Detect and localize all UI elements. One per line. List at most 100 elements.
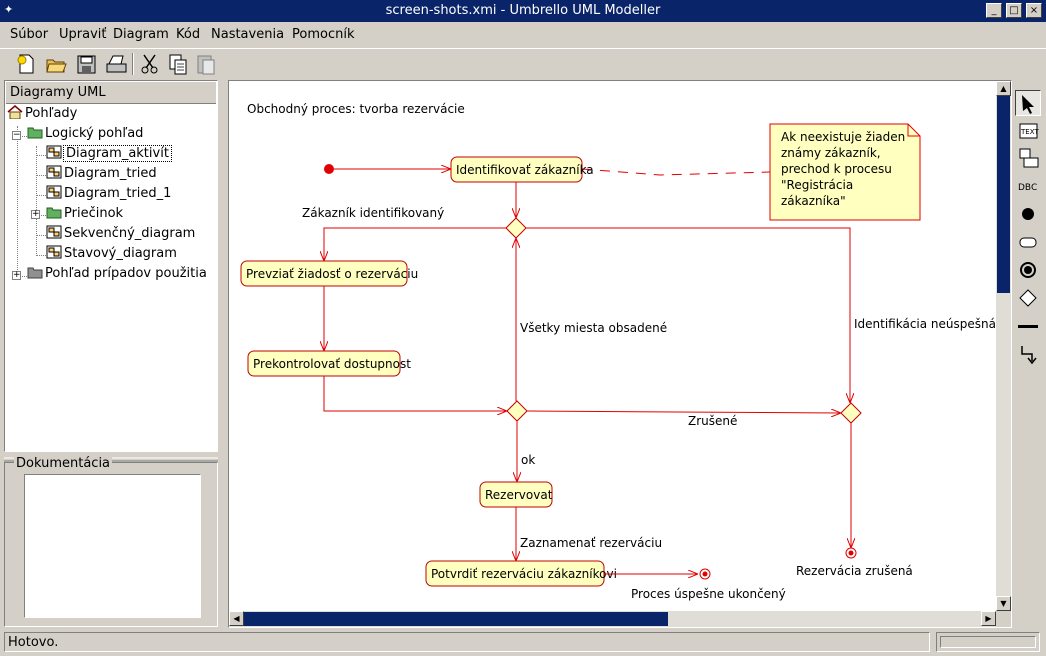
diagram-icon — [46, 245, 62, 259]
tree-item-folder[interactable]: Priečinok — [46, 204, 123, 224]
tree-item-activity-diagram[interactable]: Diagram_aktivít — [46, 144, 172, 164]
copy-icon[interactable] — [166, 52, 190, 76]
vertical-scroll-thumb[interactable] — [997, 96, 1010, 293]
decision-1[interactable] — [505, 217, 527, 239]
menu-file[interactable]: Súbor — [10, 27, 49, 42]
diagram-icon — [46, 185, 62, 199]
fork-tool-icon[interactable] — [1015, 314, 1041, 340]
note[interactable]: Ak neexistuje žiaden známy zákazník, pre… — [769, 123, 921, 221]
tree-expander-usecase[interactable]: + — [12, 270, 21, 280]
dbc-tool-icon[interactable]: DBC — [1015, 174, 1041, 200]
folder-icon — [27, 265, 43, 279]
svg-text:Prevziať žiadosť o rezerváciu: Prevziať žiadosť o rezerváciu — [246, 267, 418, 281]
scroll-up-icon[interactable]: ▲ — [996, 81, 1011, 96]
tree-item-class-diagram-1[interactable]: Diagram_tried_1 — [46, 184, 171, 204]
cut-icon[interactable] — [138, 52, 162, 76]
tool-palette: TEXT DBC — [1013, 80, 1043, 628]
activity-identify-customer[interactable]: Identifikovať zákazníka — [450, 156, 594, 183]
tree-item-sequence-diagram[interactable]: Sekvenčný_diagram — [46, 224, 195, 244]
svg-text:DBC: DBC — [1018, 183, 1037, 193]
open-icon[interactable] — [44, 52, 68, 76]
svg-text:prechod k procesu: prechod k procesu — [781, 162, 892, 176]
documentation-label: Dokumentácia — [14, 456, 113, 471]
documentation-textarea[interactable] — [24, 474, 201, 618]
activity-tool-icon[interactable] — [1015, 230, 1041, 256]
final-node-success[interactable] — [699, 568, 711, 580]
status-text: Hotovo. — [4, 632, 930, 652]
tree-item-views[interactable]: Pohľady — [7, 104, 77, 124]
diagram-canvas[interactable]: Obchodný proces: tvorba rezervácie Ak ne… — [229, 81, 996, 611]
activity-accept-request[interactable]: Prevziať žiadosť o rezerváciu — [240, 260, 418, 287]
activity-check-availability[interactable]: Prekontrolovať dostupnost — [247, 350, 411, 377]
decision-tool-icon[interactable] — [1015, 286, 1041, 312]
print-icon[interactable] — [104, 52, 128, 76]
label-reservation-cancelled: Rezervácia zrušená — [796, 564, 913, 578]
menu-settings[interactable]: Nastavenia — [211, 27, 285, 42]
tree-item-state-diagram[interactable]: Stavový_diagram — [46, 244, 177, 264]
tree-item-logical-view[interactable]: Logický pohľad — [27, 124, 143, 144]
tree-header[interactable]: Diagramy UML — [6, 82, 216, 104]
diagram-title: Obchodný proces: tvorba rezervácie — [247, 102, 465, 116]
diagram-icon — [46, 145, 62, 159]
note-tool-icon[interactable] — [1015, 146, 1041, 172]
tree-expander-logical[interactable]: − — [12, 130, 21, 140]
guard-ok: ok — [521, 453, 535, 467]
svg-text:Identifikovať zákazníka: Identifikovať zákazníka — [456, 163, 594, 177]
svg-text:Potvrdiť rezerváciu zákazníkov: Potvrdiť rezerváciu zákazníkovi — [431, 567, 617, 581]
diagram-icon — [46, 165, 62, 179]
guard-cancelled: Zrušené — [688, 414, 737, 428]
tree-item-class-diagram[interactable]: Diagram_tried — [46, 164, 157, 184]
home-icon — [7, 105, 23, 120]
canvas-frame — [228, 80, 1012, 628]
label-process-success: Proces úspešne ukončený — [631, 587, 786, 601]
menu-help[interactable]: Pomocník — [292, 27, 355, 42]
decision-2[interactable] — [506, 400, 528, 422]
initial-state-tool-icon[interactable] — [1015, 202, 1041, 228]
save-icon[interactable] — [74, 52, 98, 76]
svg-text:známy zákazník,: známy zákazník, — [781, 146, 881, 160]
svg-text:TEXT: TEXT — [1020, 128, 1039, 136]
guard-all-occupied: Všetky miesta obsadené — [520, 321, 667, 335]
horizontal-scrollbar[interactable]: ◀ ▶ — [229, 611, 996, 627]
final-state-tool-icon[interactable] — [1015, 258, 1041, 284]
close-button[interactable]: × — [1026, 3, 1042, 18]
activity-diagram[interactable]: Obchodný proces: tvorba rezervácie Ak ne… — [229, 81, 996, 611]
scroll-left-icon[interactable]: ◀ — [229, 611, 244, 626]
window-title: screen-shots.xmi - Umbrello UML Modeller — [385, 3, 661, 18]
transition-tool-icon[interactable] — [1015, 342, 1041, 368]
menu-code[interactable]: Kód — [176, 27, 201, 42]
pin-icon[interactable]: ✦ — [4, 3, 14, 16]
scroll-right-icon[interactable]: ▶ — [981, 611, 996, 626]
menu-edit[interactable]: Upraviť — [59, 27, 107, 42]
status-bar: Hotovo. — [0, 630, 1046, 656]
minimize-button[interactable]: _ — [986, 3, 1002, 18]
svg-text:Prekontrolovať dostupnost: Prekontrolovať dostupnost — [253, 357, 411, 371]
folder-icon — [46, 205, 62, 219]
text-tool-icon[interactable]: TEXT — [1015, 118, 1041, 144]
new-icon[interactable] — [14, 52, 38, 76]
final-node-cancelled[interactable] — [845, 547, 857, 559]
guard-customer-identified: Zákazník identifikovaný — [302, 206, 444, 220]
folder-open-icon — [27, 125, 43, 139]
activity-reserve[interactable]: Rezervovat — [479, 481, 553, 508]
diagram-icon — [46, 225, 62, 239]
tree-expander-folder[interactable]: + — [31, 209, 40, 219]
status-panel — [936, 632, 1040, 652]
initial-node[interactable] — [324, 164, 334, 174]
paste-icon[interactable] — [194, 52, 218, 76]
svg-text:"Registrácia: "Registrácia — [781, 178, 853, 192]
svg-text:Rezervovat: Rezervovat — [485, 488, 553, 502]
tree-item-usecase-view[interactable]: Pohľad prípadov použitia — [27, 264, 207, 284]
select-arrow-icon[interactable] — [1015, 90, 1041, 116]
svg-text:Ak neexistuje žiaden: Ak neexistuje žiaden — [781, 130, 905, 144]
maximize-button[interactable]: □ — [1006, 3, 1022, 18]
menu-diagram[interactable]: Diagram — [113, 27, 169, 42]
vertical-scrollbar[interactable]: ▲ ▼ — [996, 81, 1011, 611]
horizontal-scroll-thumb[interactable] — [244, 612, 668, 626]
label-record-reservation: Zaznamenať rezerváciu — [520, 536, 662, 550]
activity-confirm-reservation[interactable]: Potvrdiť rezerváciu zákazníkovi — [425, 560, 617, 587]
title-bar: ✦ screen-shots.xmi - Umbrello UML Modell… — [0, 0, 1046, 22]
scroll-down-icon[interactable]: ▼ — [996, 596, 1011, 611]
svg-text:zákazníka": zákazníka" — [781, 194, 846, 208]
decision-3[interactable] — [840, 402, 862, 424]
